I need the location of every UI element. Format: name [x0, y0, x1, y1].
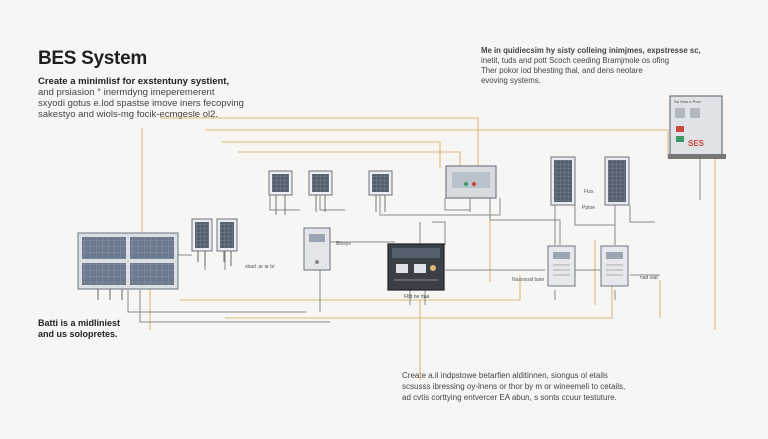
cabinet-badge: SES [688, 139, 705, 148]
solar-array-main [77, 232, 179, 300]
unit-b-tag: nad olat [640, 275, 658, 281]
top-right-note-line-4: evoving systems. [481, 76, 541, 85]
panel-left-tag: sbad ,ar ar br [245, 264, 275, 270]
bottom-left-note-line-2: and us solopretes. [38, 329, 118, 339]
page-title: BES System [38, 48, 147, 69]
intro-line-1: Create a minimlisf for exstentuny systie… [38, 76, 230, 87]
bottom-center-note: Create a.il indpstowe betarfien alditinn… [402, 370, 625, 403]
top-modules [268, 170, 393, 215]
inverter-unit [387, 243, 445, 291]
gray-wires [127, 155, 701, 323]
solar-tag-1: Ftss [584, 189, 594, 195]
intro-line-2: and prsiasion ° inermdyng imeperemerent [38, 87, 215, 98]
bottom-left-note-line-1: Batti is a midliniest [38, 318, 121, 328]
top-right-note-line-3: Ther pokor iod bhesting thal, and dens n… [481, 66, 643, 75]
intro-line-3: sxyodi gotus e.lod spastse imove iners f… [38, 98, 244, 109]
bottom-center-note-line-2: scsusss ibressing oy-lnens or thor by m … [402, 382, 626, 391]
top-right-note: Me in quidiecsim hy sisty colleing inimj… [481, 46, 701, 86]
bottom-center-note-line-3: ad cvtis corttying entvercer EA abun, s … [402, 393, 617, 402]
bottom-center-note-line-1: Create a.il indpstowe betarfien alditinn… [402, 371, 608, 380]
intro-line-4: sakestyo and wiols-mg focik-ecmgesle ol2… [38, 109, 219, 120]
mid-block-tag: Blosys [336, 241, 351, 247]
top-right-note-line-1: Me in quidiecsim hy sisty colleing inimj… [481, 46, 701, 55]
top-right-note-line-2: inetit, tuds and pott Scoch ceeding Bram… [481, 56, 670, 65]
orange-wires [141, 117, 716, 380]
module-pair-left [191, 218, 238, 266]
combiner-box [445, 165, 497, 199]
unit-a-tag: Nasnsoaf bate [512, 277, 544, 283]
bottom-left-note: Batti is a midliniest and us solopretes. [38, 318, 120, 340]
solar-tag-2: Pptoe [582, 205, 595, 211]
inverter-tag: Ftld ne rtaa [404, 294, 430, 300]
battery-unit-b [600, 245, 629, 287]
control-cabinet [668, 95, 726, 159]
solar-pair-right [550, 156, 630, 206]
meter-block [303, 227, 331, 271]
battery-unit-a [547, 245, 576, 287]
intro-text: Create a minimlisf for exstentuny systie… [38, 76, 244, 120]
cabinet-title: Sa Shrs e Pow [674, 99, 701, 104]
